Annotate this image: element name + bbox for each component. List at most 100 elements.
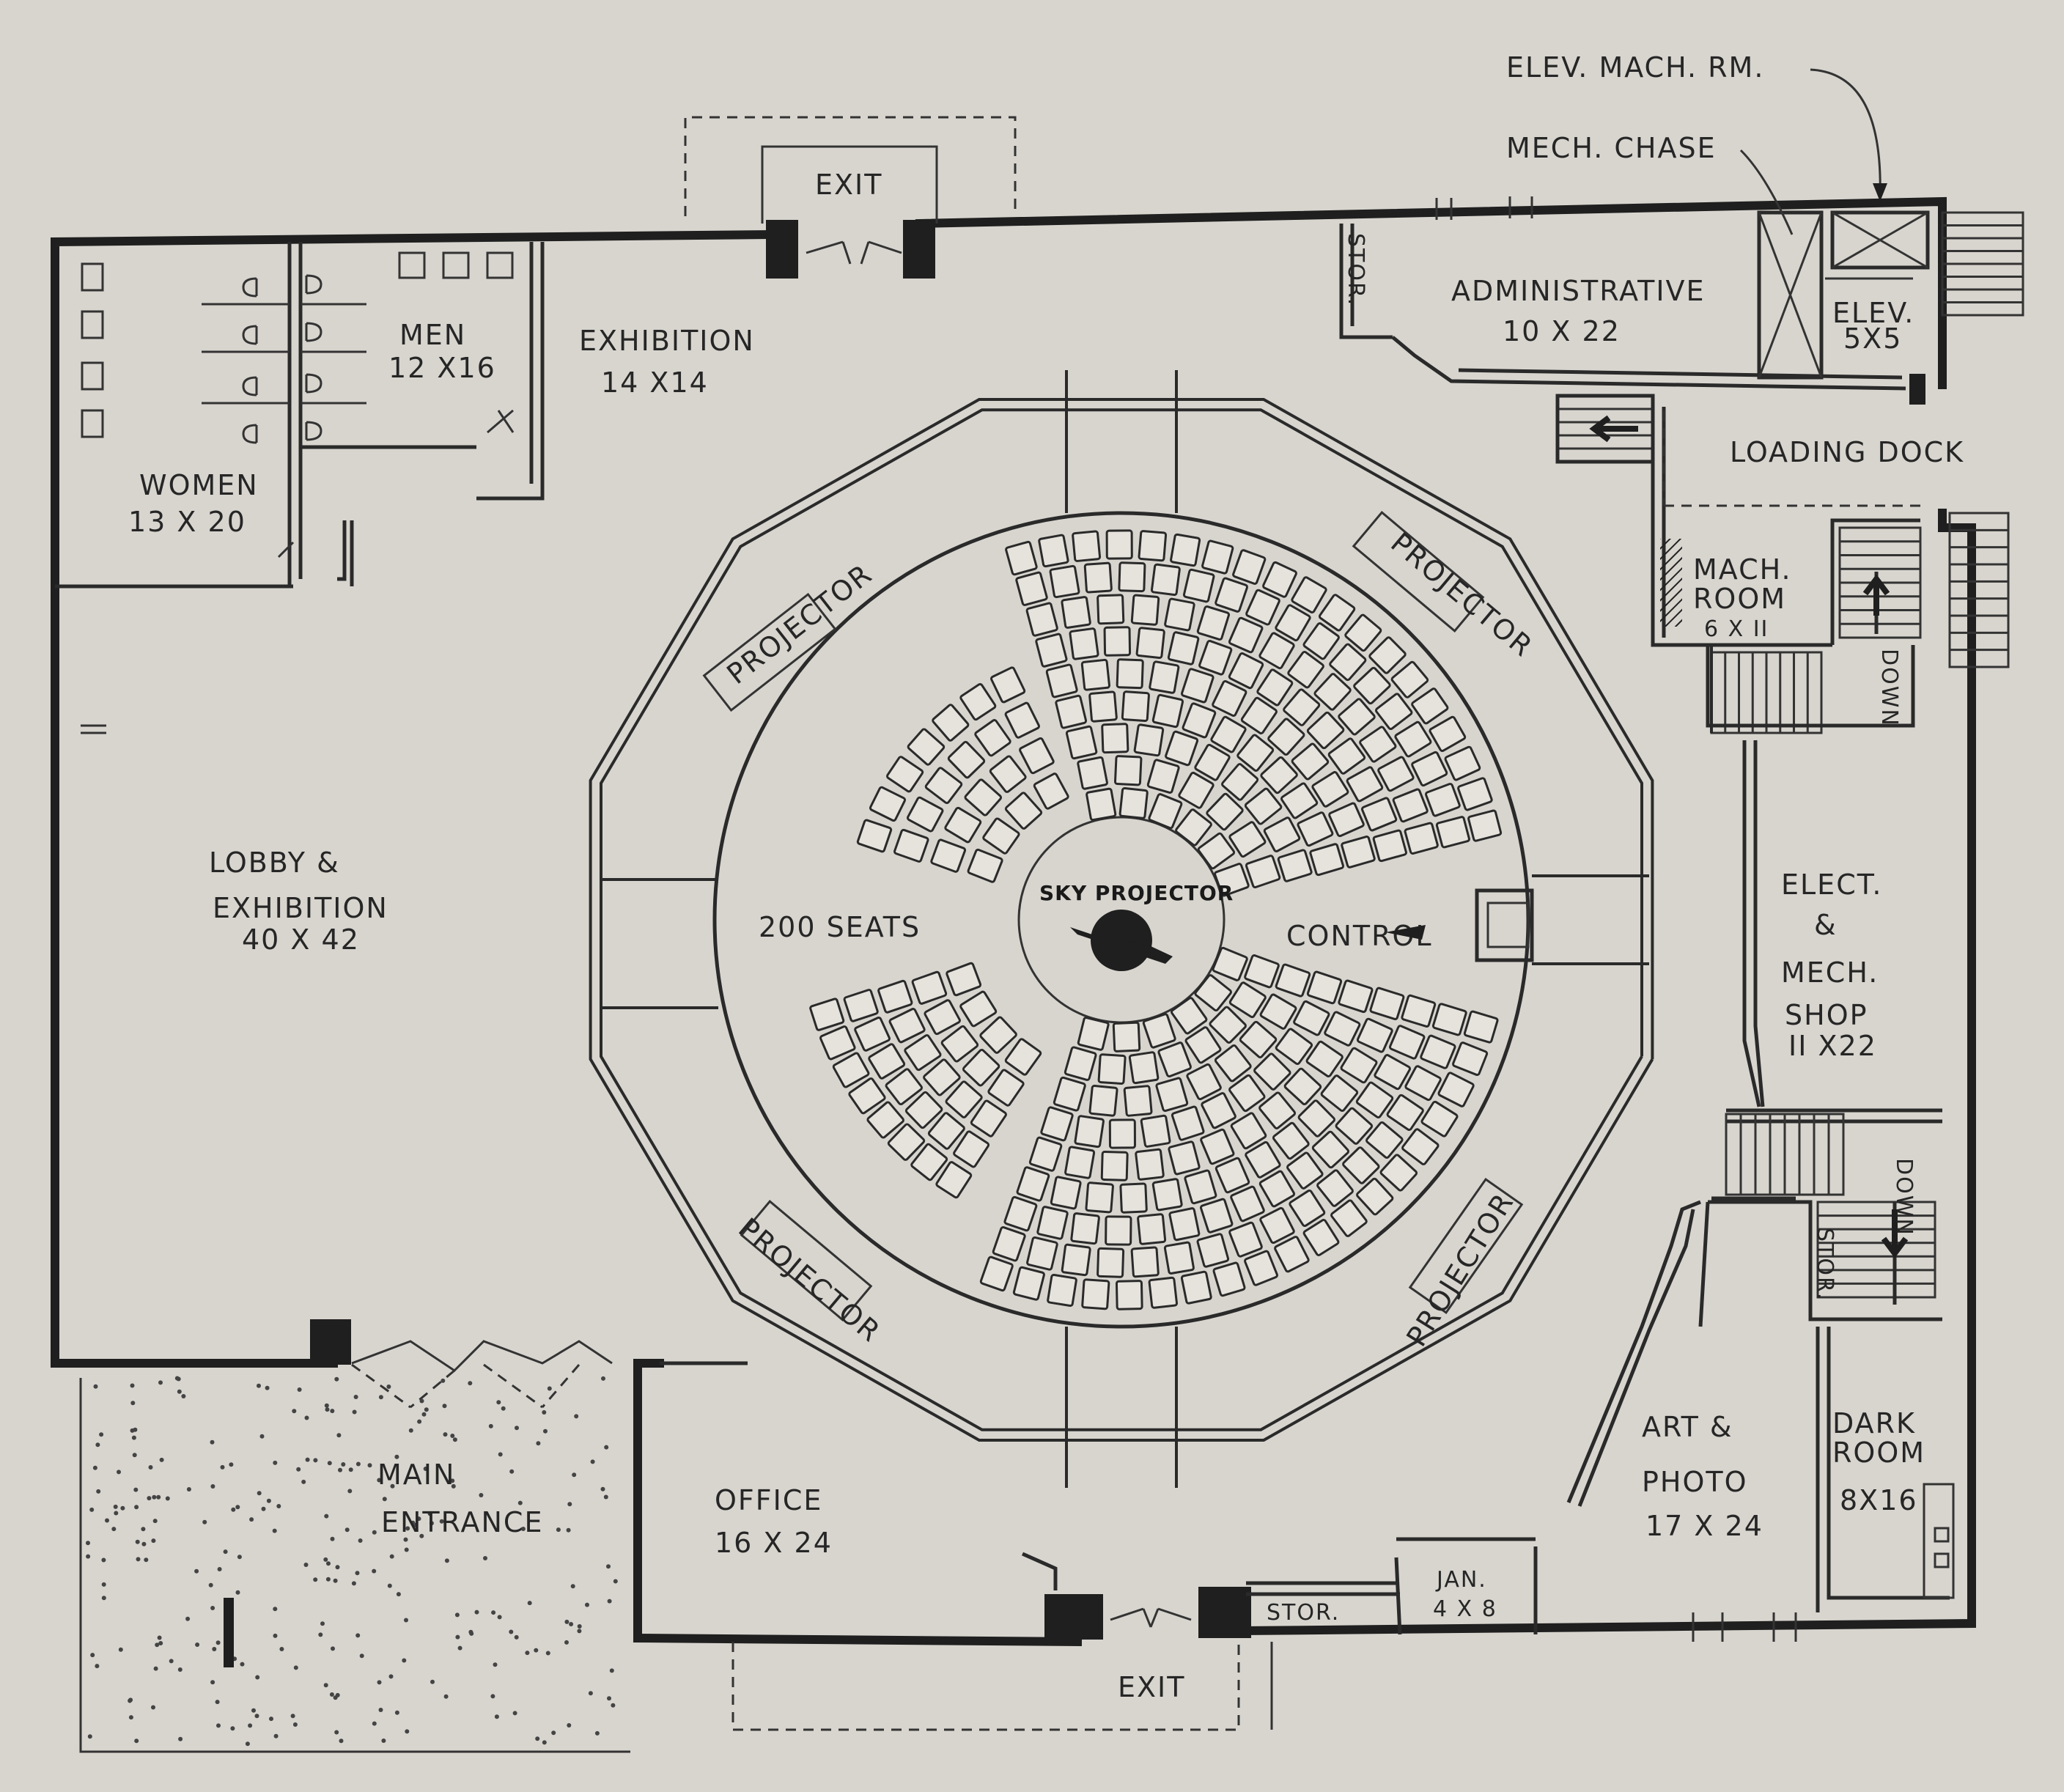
theater-seat xyxy=(1081,1278,1110,1310)
paving-dot xyxy=(130,1428,135,1433)
theater-seat xyxy=(987,1069,1025,1107)
paving-dot xyxy=(237,1555,242,1560)
paving-dot xyxy=(313,1577,318,1582)
theater-seat xyxy=(1245,589,1280,626)
paving-dot xyxy=(324,1403,329,1408)
label-down-lower: DOWN xyxy=(1891,1158,1917,1236)
theater-seat xyxy=(1140,1114,1171,1148)
theater-seat xyxy=(886,756,924,793)
theater-seat xyxy=(1214,863,1250,897)
theater-seat xyxy=(1228,1074,1266,1113)
paving-dot xyxy=(344,1527,350,1533)
theater-seat xyxy=(1401,994,1437,1028)
paving-dot xyxy=(153,1666,158,1671)
paving-dot xyxy=(177,1667,183,1672)
theater-seat xyxy=(923,1058,961,1096)
paving-dot xyxy=(517,1500,523,1505)
label-stor-right: STOR. xyxy=(1812,1228,1838,1301)
theater-seat xyxy=(1077,756,1108,790)
theater-seat xyxy=(1463,1010,1499,1044)
paving-dot xyxy=(444,1558,449,1563)
paving-dot xyxy=(296,1467,301,1472)
paving-dot xyxy=(273,1460,278,1465)
theater-seat xyxy=(1186,1063,1222,1101)
theater-seat xyxy=(1197,832,1236,870)
theater-seat xyxy=(1388,1025,1426,1060)
paving-dot xyxy=(293,1665,298,1670)
theater-seat xyxy=(1182,702,1217,739)
paving-dot xyxy=(240,1662,245,1667)
paving-dot xyxy=(335,1692,340,1697)
paving-dot xyxy=(443,1432,448,1437)
paving-dot xyxy=(111,1527,117,1532)
label-men: MEN xyxy=(399,319,466,351)
theater-seat xyxy=(1088,690,1118,723)
label-administrative: ADMINISTRATIVE xyxy=(1451,275,1706,307)
paving-dot xyxy=(273,1607,278,1612)
theater-seat xyxy=(1232,549,1267,585)
toilet-fixture-left xyxy=(242,424,258,444)
theater-seat xyxy=(1277,849,1313,882)
paving-dot xyxy=(186,1487,191,1492)
toilet-fixture-left xyxy=(242,277,258,298)
theater-seat xyxy=(854,1017,891,1052)
paving-dot xyxy=(355,1461,361,1467)
paving-dot xyxy=(536,1441,541,1446)
paving-dot xyxy=(323,1557,328,1562)
control-console xyxy=(1486,901,1530,948)
toilet-fixture-right xyxy=(305,322,322,342)
paving-dot xyxy=(574,1414,579,1419)
theater-seat xyxy=(1137,1213,1167,1245)
theater-seat xyxy=(1201,539,1234,575)
paving-dot xyxy=(468,1381,473,1386)
paving-dot xyxy=(334,1730,339,1735)
theater-seat xyxy=(1201,1092,1236,1129)
theater-seat xyxy=(1267,718,1305,756)
theater-seat xyxy=(1437,1072,1475,1107)
theater-seat xyxy=(1149,660,1180,694)
paving-dot xyxy=(141,1541,147,1546)
label-sky-projector: SKY PROJECTOR xyxy=(1039,881,1234,905)
theater-seat xyxy=(1311,1130,1350,1169)
paving-dot xyxy=(479,1493,484,1497)
theater-seat xyxy=(1258,1170,1296,1208)
theater-seat xyxy=(989,755,1027,793)
paving-dot xyxy=(235,1505,240,1510)
theater-seat xyxy=(1275,963,1311,998)
paving-dot xyxy=(93,1384,98,1389)
theater-seat xyxy=(1198,640,1233,676)
paving-dot xyxy=(416,1516,421,1522)
paving-dot xyxy=(320,1621,325,1626)
sink-fixture xyxy=(81,310,104,339)
theater-seat xyxy=(1083,561,1113,594)
paving-dot xyxy=(245,1741,250,1747)
theater-seat xyxy=(1256,668,1294,707)
theater-seat xyxy=(1392,788,1429,823)
theater-seat xyxy=(1036,1206,1069,1240)
paving-dot xyxy=(330,1409,335,1414)
paving-dot xyxy=(520,1527,526,1531)
paving-dot xyxy=(490,1694,495,1699)
theater-seat xyxy=(1215,577,1248,613)
theater-seat xyxy=(1467,809,1503,842)
theater-seat xyxy=(1287,651,1324,689)
theater-seat xyxy=(1328,802,1365,838)
theater-seat xyxy=(1050,1176,1082,1210)
paving-dot xyxy=(304,1415,309,1420)
theater-seat xyxy=(1080,658,1110,691)
paving-dot xyxy=(474,1610,479,1615)
theater-seat xyxy=(1342,1146,1380,1184)
paving-dot xyxy=(424,1407,429,1412)
label-men-size: 12 X16 xyxy=(388,352,496,384)
toilet-fixture-right xyxy=(305,421,322,441)
theater-seat xyxy=(1053,1076,1086,1112)
paving-dot xyxy=(389,1554,394,1559)
theater-seat xyxy=(1344,613,1382,652)
paving-dot xyxy=(217,1567,222,1571)
theater-seat xyxy=(848,1077,886,1115)
theater-seat xyxy=(1015,571,1048,606)
paving-dot xyxy=(133,1487,139,1492)
paving-dot xyxy=(136,1557,141,1562)
